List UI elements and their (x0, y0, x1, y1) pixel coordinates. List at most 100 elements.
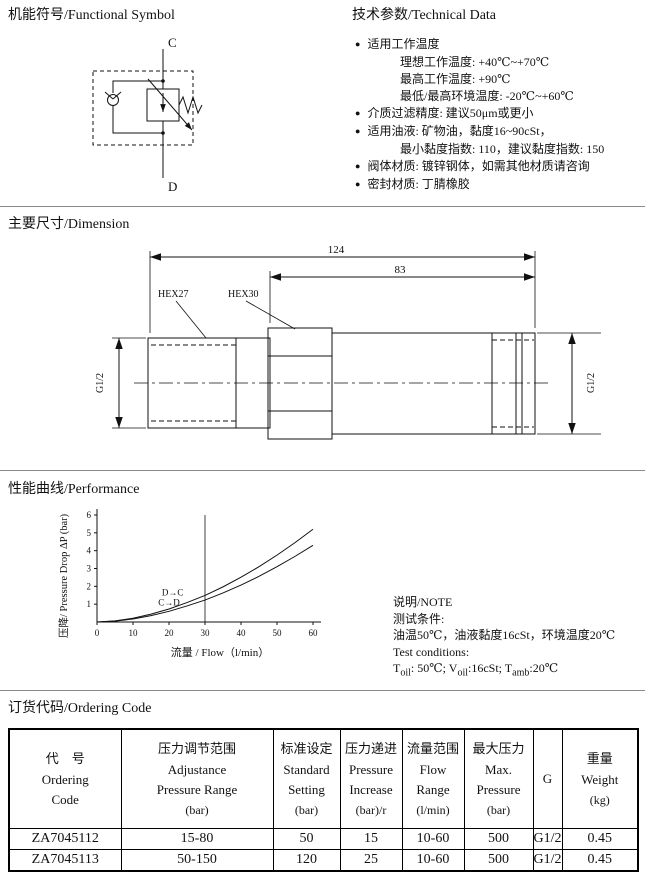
x-tick-label: 50 (273, 628, 283, 638)
section-title-ordering-code: 订货代码/Ordering Code (8, 701, 152, 716)
dim-overall-label: 124 (328, 244, 345, 256)
note-block: 说明/NOTE 测试条件: 油温50℃，油液黏度16cSt，环境温度20℃ Te… (393, 594, 615, 682)
y-tick-label: 2 (87, 581, 92, 591)
dim-83-label: 83 (395, 264, 407, 276)
table-cell: 500 (463, 828, 534, 850)
bullet-icon (355, 37, 367, 51)
table-cell: 500 (463, 849, 534, 872)
technical-data-list: 适用工作温度 理想工作温度: +40℃~+70℃ 最高工作温度: +90℃ 最低… (355, 36, 643, 194)
series-label: C→D (158, 598, 180, 608)
bullet-icon (355, 124, 367, 138)
note-subscript: oil (457, 667, 469, 679)
x-tick-label: 20 (165, 628, 175, 638)
junction-dot (161, 79, 165, 83)
table-cell: 50-150 (120, 849, 274, 872)
note-symbol: : 50℃; V (410, 661, 458, 675)
tech-data-subline: 最高工作温度: +90℃ (400, 72, 511, 86)
port-right-label: G1/2 (586, 373, 597, 393)
section-divider (0, 690, 645, 691)
table-cell: 25 (339, 849, 403, 872)
note-symbol: T (393, 661, 401, 675)
x-tick-label: 30 (201, 628, 211, 638)
table-cell: 15-80 (120, 828, 274, 850)
table-cell: 10-60 (401, 828, 465, 850)
note-subscript: amb (512, 667, 530, 679)
table-cell: ZA7045113 (8, 849, 122, 872)
hex-large-label: HEX30 (228, 289, 259, 300)
spring-symbol (178, 95, 203, 115)
series-curve (96, 528, 314, 623)
valve-hex-nut (267, 327, 333, 440)
tech-data-subline: 最小黏度指数: 110，建议黏度指数: 150 (400, 142, 605, 156)
valve-right-body (331, 332, 536, 435)
leader-line (245, 300, 296, 330)
enclosure-box (92, 70, 194, 146)
table-row: ZA7045113 50-150 120 25 10-60 500 G1/2 0… (8, 849, 639, 872)
x-tick-label: 40 (237, 628, 247, 638)
table-cell: G1/2 (532, 849, 563, 872)
adjustment-arrow (147, 78, 193, 131)
table-cell: G1/2 (532, 828, 563, 850)
section-divider (0, 470, 645, 471)
port-left-label: G1/2 (95, 373, 106, 393)
tech-data-item: 阀体材质: 镀锌钢体，如需其他材质请咨询 (367, 159, 590, 173)
table-cell: 0.45 (561, 849, 639, 872)
note-subscript: oil (400, 667, 411, 679)
y-tick-label: 5 (87, 528, 92, 538)
tech-data-subline: 最低/最高环境温度: -20℃~+60℃ (400, 89, 574, 103)
table-cell: 120 (272, 849, 341, 872)
note-test-values: Toil: 50℃; Voil:16cSt; Tamb:20℃ (393, 660, 615, 682)
tech-data-item: 介质过滤精度: 建议50μm或更小 (367, 106, 534, 120)
check-valve-seat (104, 91, 114, 100)
table-cell: 10-60 (401, 849, 465, 872)
bullet-icon (355, 159, 367, 173)
y-tick-label: 1 (87, 599, 92, 609)
series-label: D→C (162, 587, 184, 597)
table-row: ZA7045112 15-80 50 15 10-60 500 G1/2 0.4… (8, 828, 639, 850)
hex-small-label: HEX27 (158, 289, 189, 300)
x-tick-label: 0 (95, 628, 100, 638)
note-symbol: :20℃ (529, 661, 559, 675)
x-tick-label: 10 (129, 628, 139, 638)
table-cell: ZA7045112 (8, 828, 122, 850)
section-title-functional-symbol: 机能符号/Functional Symbol (8, 8, 175, 23)
hydraulic-circuit-diagram: C D (92, 35, 203, 194)
tech-data-item: 适用油液: 矿物油，黏度16~90cSt， (367, 124, 552, 138)
chart-x-axis-label: 流量 / Flow（l/min） (170, 647, 270, 659)
leader-line (175, 300, 207, 339)
junction-dot (161, 131, 165, 135)
bullet-icon (355, 177, 367, 191)
note-conditions-zh-label: 测试条件: (393, 611, 445, 626)
tech-data-item: 密封材质: 丁腈橡胶 (367, 177, 470, 191)
y-tick-label: 3 (87, 564, 92, 574)
table-cell: 0.45 (561, 828, 639, 850)
section-title-technical-data: 技术参数/Technical Data (352, 8, 497, 23)
y-tick-label: 6 (87, 510, 92, 520)
section-title-performance: 性能曲线/Performance (8, 482, 140, 497)
tech-data-subline: 理想工作温度: +40℃~+70℃ (400, 55, 550, 69)
series-curve (96, 544, 314, 623)
check-branch-line (112, 80, 163, 93)
table-cell: 50 (272, 828, 341, 850)
note-conditions-zh: 油温50℃，油液黏度16cSt，环境温度20℃ (393, 628, 616, 642)
check-valve-seat (112, 91, 122, 100)
note-title: 说明/NOTE (393, 595, 453, 609)
note-symbol: :16cSt; T (468, 661, 513, 675)
check-branch-line (112, 105, 163, 134)
x-tick-label: 60 (309, 628, 319, 638)
port-d-label: D (168, 179, 177, 194)
note-conditions-en-label: Test conditions: (393, 644, 470, 659)
tech-data-item: 适用工作温度 (367, 37, 440, 51)
section-title-dimension: 主要尺寸/Dimension (8, 217, 130, 232)
table-cell: 15 (339, 828, 403, 850)
